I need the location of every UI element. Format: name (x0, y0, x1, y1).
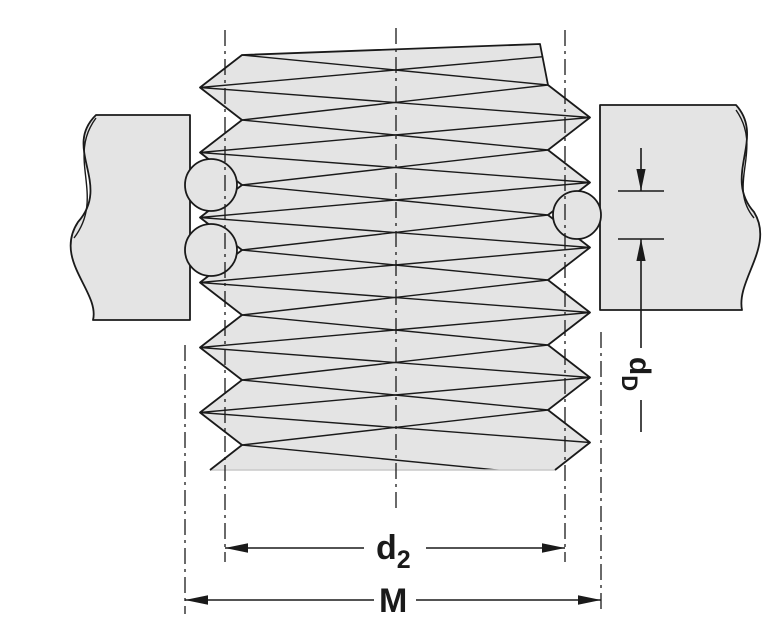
m-dimension: M (185, 581, 601, 620)
thread-profile-outline (199, 43, 591, 471)
right-anvil-body (599, 104, 762, 311)
thread-flank-line (241, 279, 549, 316)
d2-symbol: d (376, 529, 397, 567)
thread-flank-line (241, 84, 549, 121)
measurement-over-wires-label: M (379, 582, 407, 620)
d2-label-mask (364, 527, 426, 564)
m-symbol: M (379, 582, 407, 620)
m-arrowhead-left (185, 595, 208, 605)
left-anvil-cylinder (69, 114, 191, 321)
left-anvil-body (69, 114, 191, 321)
thread-body-fill (200, 44, 590, 470)
dd-dimension: dD (617, 148, 664, 432)
thread-flank-line (241, 214, 549, 251)
thread-flank-line (241, 379, 549, 411)
thread-flank-line (241, 444, 549, 470)
thread-flank-line (241, 54, 549, 86)
right-anvil-cylinder (599, 104, 762, 311)
thread-flank-line (241, 149, 549, 186)
thread-flank-line (241, 344, 549, 381)
m-arrowhead-right (578, 595, 601, 605)
thread-flank-line (241, 119, 549, 151)
thread-flank-line (241, 249, 549, 281)
m-label-mask (374, 581, 416, 617)
d2-dimension: d2 (225, 527, 565, 574)
d2-subscript: 2 (397, 546, 411, 574)
thread-helix-lines (200, 44, 590, 470)
measuring-wire-left-top (184, 158, 238, 212)
dd-symbol: d (623, 357, 656, 375)
d2-arrowhead-left (225, 543, 248, 553)
left-anvil-break-line (73, 117, 97, 239)
thread-body (199, 43, 591, 471)
measuring-wire-right (552, 190, 602, 240)
d2-arrowhead-right (542, 543, 565, 553)
thread-flank-line (241, 314, 549, 346)
right-anvil-break-line (735, 109, 755, 219)
dd-arrowhead-down (636, 169, 646, 191)
thread-flank-line (241, 184, 549, 216)
dd-subscript: D (617, 375, 642, 391)
pitch-diameter-label: d2 (376, 529, 411, 574)
thread-flank-line (241, 409, 549, 446)
measuring-wire-left-bottom (184, 223, 238, 277)
wire-diameter-label: dD (617, 357, 656, 391)
